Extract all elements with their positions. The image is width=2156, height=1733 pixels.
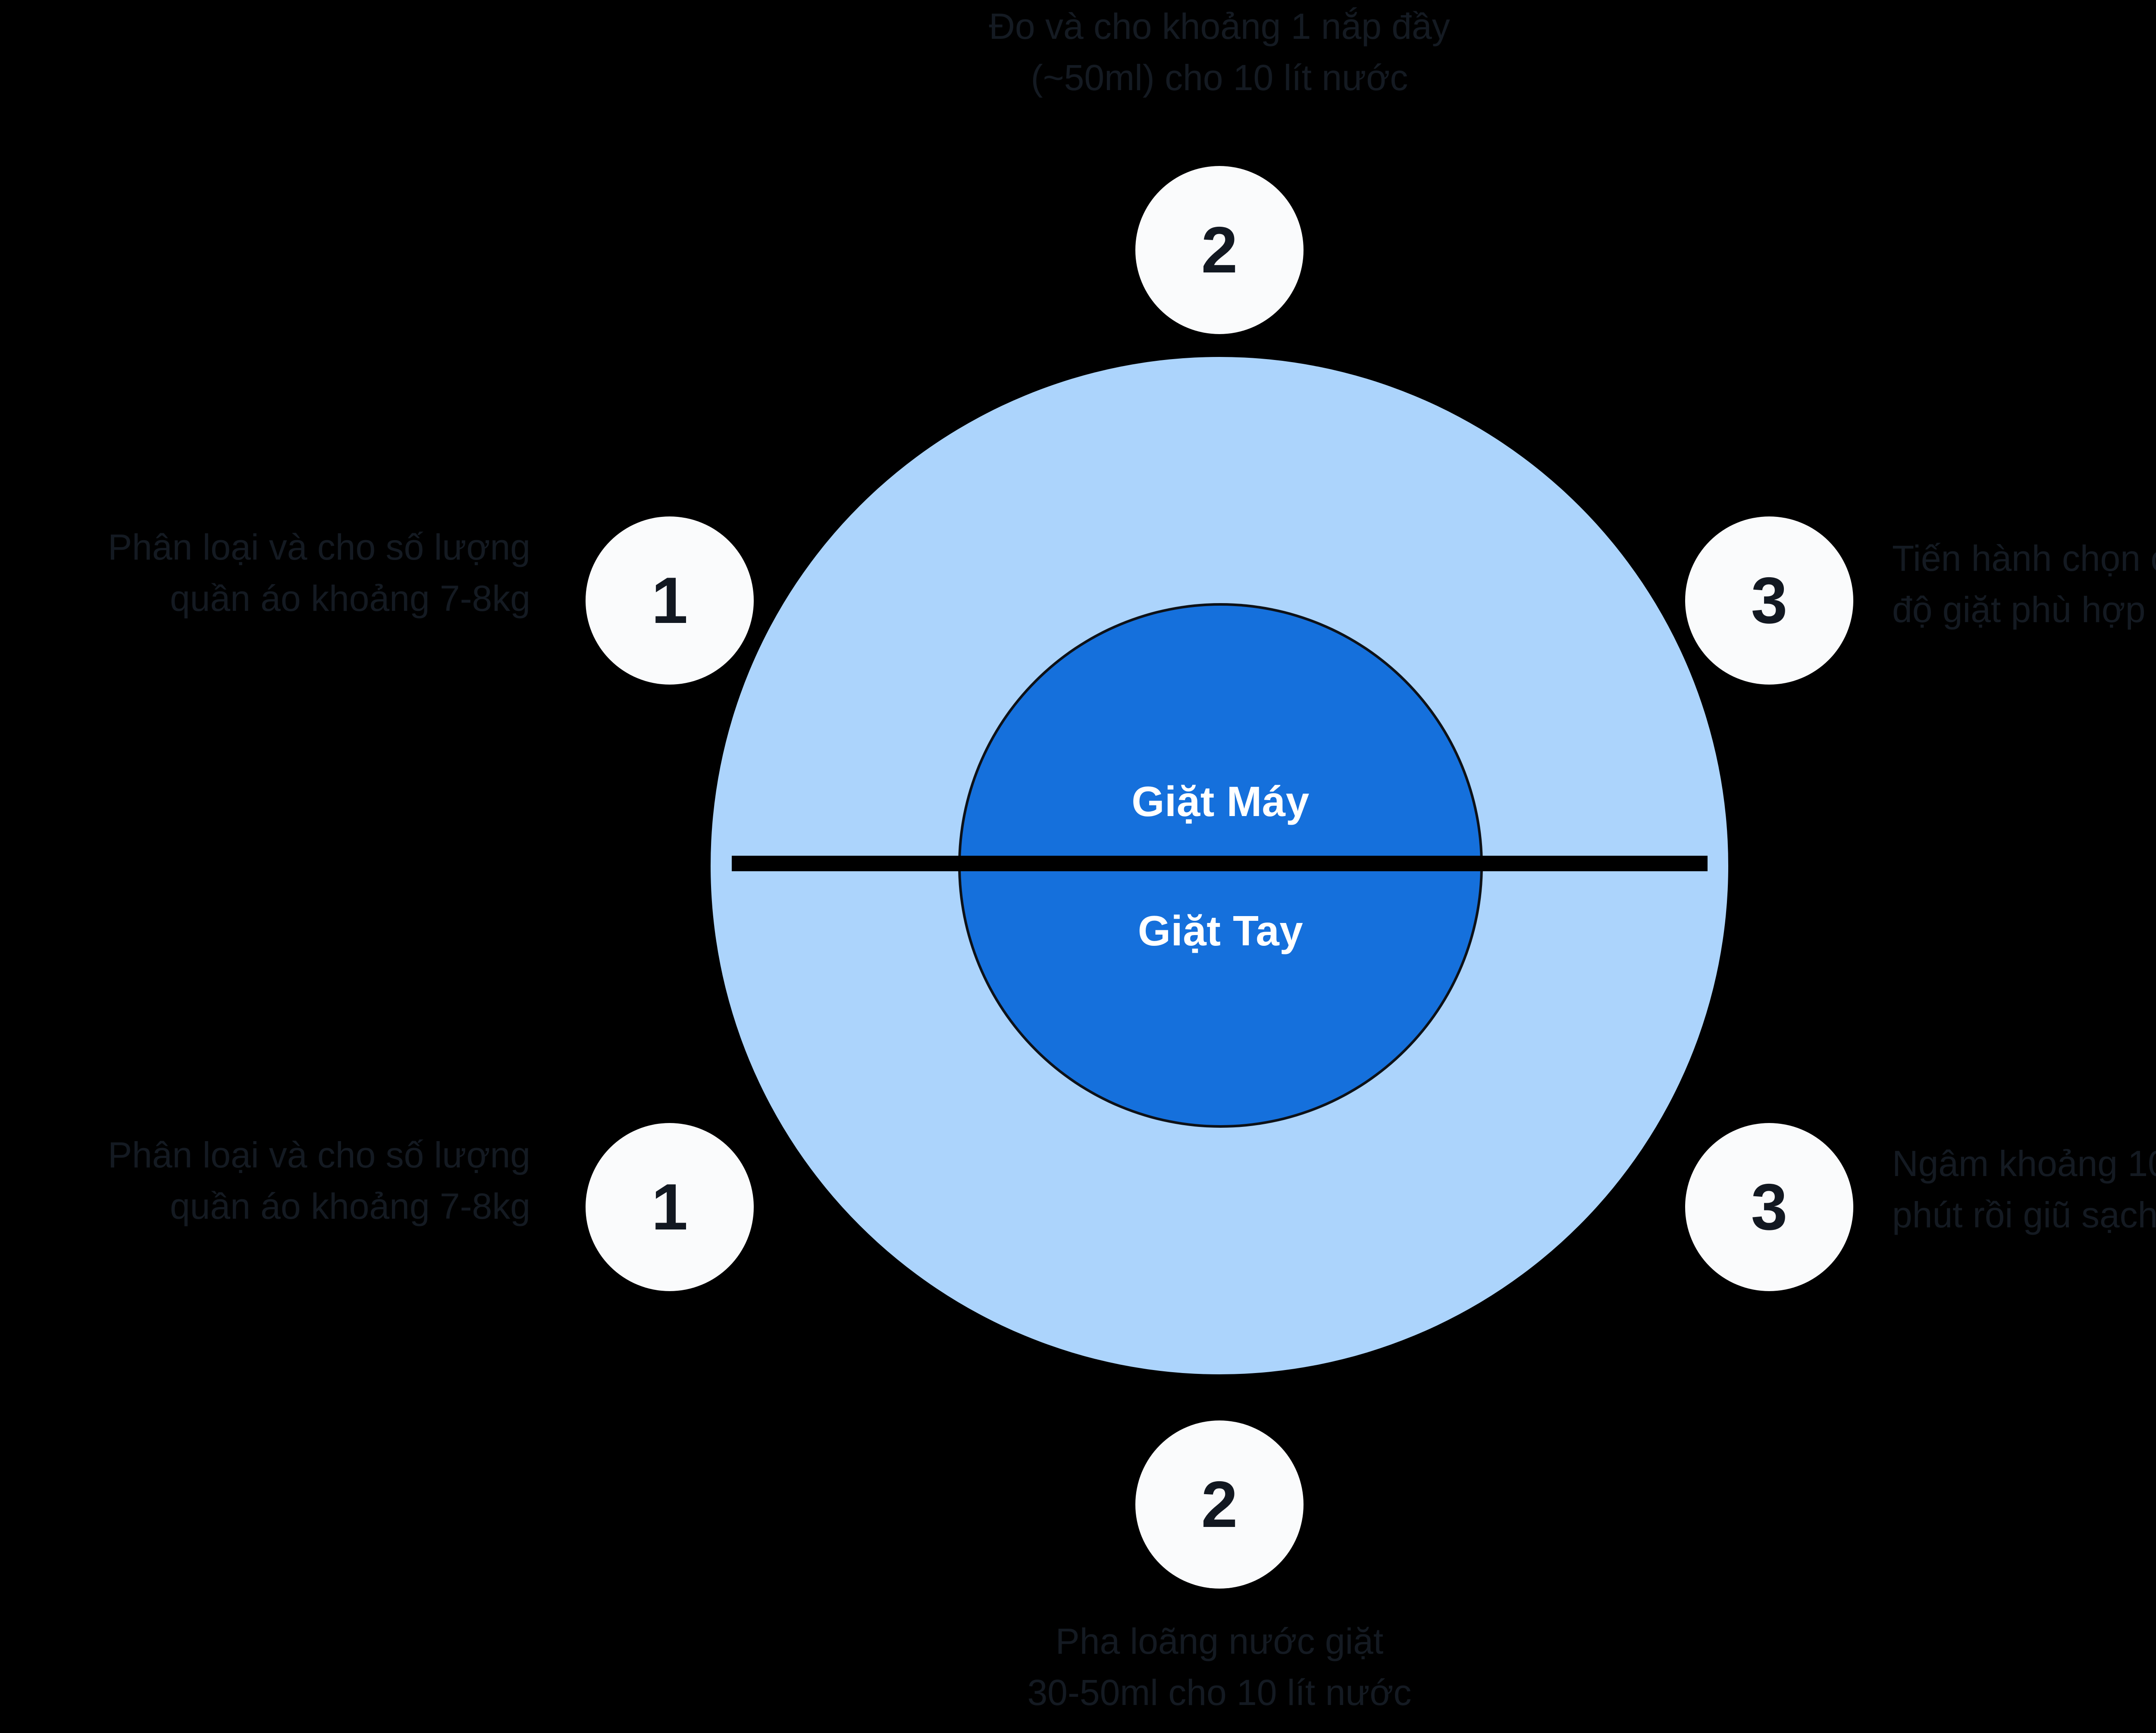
- step-caption-hand-2: Pha loãng nước giặt 30-50ml cho 10 lít n…: [1027, 1621, 1412, 1713]
- step-caption-machine-3: Tiến hành chọn chế độ giặt phù hợp: [1892, 538, 2156, 630]
- step-caption-hand-1: Phân loại và cho số lượng quần áo khoảng…: [108, 1135, 530, 1227]
- horizontal-divider: [732, 856, 1708, 871]
- step-badge-machine-2[interactable]: 2: [1135, 166, 1304, 334]
- step-badge-number: 1: [651, 564, 688, 637]
- step-badge-hand-3[interactable]: 3: [1685, 1123, 1853, 1291]
- step-badge-number: 2: [1201, 1468, 1238, 1541]
- step-badge-number: 1: [651, 1170, 688, 1244]
- center-label-machine-wash: Giặt Máy: [1131, 778, 1310, 825]
- step-badge-number: 3: [1751, 564, 1788, 637]
- step-badge-number: 2: [1201, 213, 1238, 287]
- center-label-hand-wash: Giặt Tay: [1138, 907, 1304, 954]
- step-badge-hand-2[interactable]: 2: [1135, 1420, 1304, 1589]
- step-badge-machine-3[interactable]: 3: [1685, 516, 1853, 685]
- step-caption-machine-2: Đo và cho khoảng 1 nắp đầy (~50ml) cho 1…: [989, 6, 1450, 98]
- step-caption-machine-1: Phân loại và cho số lượng quần áo khoảng…: [108, 527, 530, 619]
- step-badge-number: 3: [1751, 1170, 1788, 1244]
- step-caption-hand-3: Ngâm khoảng 10-15 phút rồi giũ sạch: [1892, 1143, 2156, 1236]
- step-badge-hand-1[interactable]: 1: [586, 1123, 754, 1291]
- step-badge-machine-1[interactable]: 1: [586, 516, 754, 685]
